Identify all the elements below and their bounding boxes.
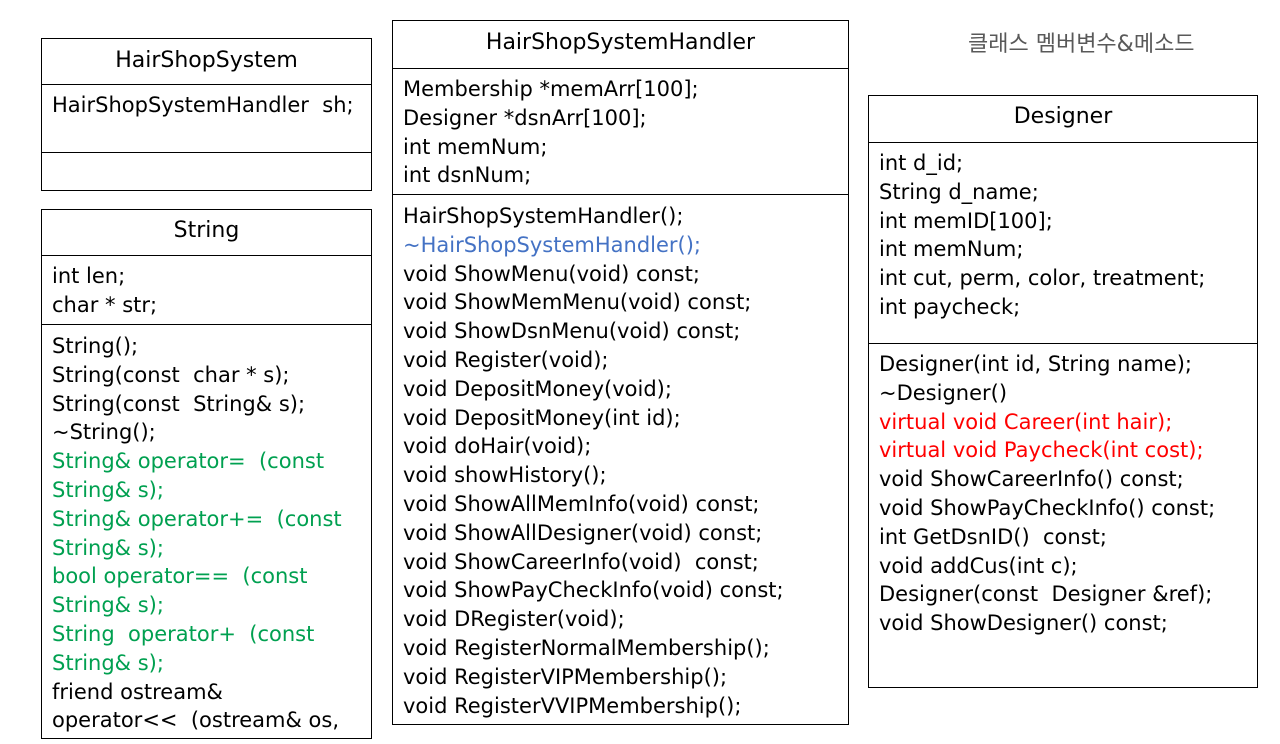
- member-variables: int len; char * str;: [42, 256, 371, 324]
- method-line: ~HairShopSystemHandler();: [403, 232, 701, 257]
- member-variables: int d_id; String d_name;int memID[100]; in…: [869, 143, 1257, 343]
- method-line: friend ostream&: [52, 679, 223, 704]
- member-line: int len;: [52, 264, 126, 288]
- method-line: String& s);: [52, 650, 164, 675]
- member-line: int memNum;: [403, 134, 548, 159]
- member-line: int dsnNum;: [403, 163, 532, 188]
- method-line: String& operator= (const: [52, 449, 325, 474]
- method-line: String operator+ (const: [52, 621, 315, 646]
- member-line: String d_name;: [879, 179, 1039, 204]
- method-line: void ShowDesigner() const;: [879, 611, 1168, 636]
- member-line: Designer *dsnArr[100];: [403, 105, 647, 130]
- method-line: void RegisterNormalMembership();: [403, 635, 770, 660]
- member-methods: Designer(int id, String name); ~Designer(…: [869, 343, 1257, 687]
- method-line: String(const char * s);: [52, 362, 290, 387]
- method-line: void ShowDsnMenu(void) const;: [403, 319, 741, 344]
- member-variables: HairShopSystemHandler sh;: [42, 85, 371, 152]
- method-line: void RegisterVVIPMembership();: [403, 693, 742, 718]
- method-line: void DRegister(void);: [403, 607, 625, 632]
- method-line: String& s);: [52, 535, 164, 560]
- class-box-designer: Designer int d_id; String d_name;int memI…: [868, 95, 1258, 688]
- member-line: char * str;: [52, 292, 158, 317]
- method-line: virtual void Career(int hair);: [879, 409, 1173, 434]
- member-line: int memNum;: [879, 237, 1024, 262]
- method-line: void ShowAllMemInfo(void) const;: [403, 491, 760, 516]
- class-name: HairShopSystem: [42, 39, 371, 85]
- method-line: String(const String& s);: [52, 391, 306, 416]
- method-line: void showHistory();: [403, 463, 607, 488]
- method-line: Designer(const Designer &ref);: [879, 582, 1213, 607]
- method-line: Designer(int id, String name);: [879, 352, 1192, 376]
- member-variables: Membership *memArr[100]; Designer *dsnArr…: [393, 69, 848, 194]
- method-line: String();: [52, 334, 139, 358]
- class-box-hairshopsystemhandler: HairShopSystemHandler Membership *memArr…: [392, 20, 849, 725]
- method-line: int GetDsnID() const;: [879, 524, 1107, 549]
- member-line: HairShopSystemHandler sh;: [52, 93, 354, 117]
- method-line: void addCus(int c);: [879, 553, 1078, 578]
- member-line: int cut, perm, color, treatment;: [879, 266, 1206, 291]
- class-name: String: [42, 210, 371, 256]
- method-line: void ShowPayCheckInfo() const;: [879, 495, 1216, 520]
- method-line: void RegisterVIPMembership();: [403, 664, 728, 689]
- member-line: int d_id;: [879, 151, 964, 175]
- method-line: void DepositMoney(void);: [403, 376, 672, 401]
- method-line: ~Designer(): [879, 380, 1008, 405]
- method-line: void ShowCareerInfo(void) const;: [403, 549, 759, 574]
- class-name: Designer: [869, 96, 1257, 143]
- member-line: Membership *memArr[100];: [403, 77, 699, 101]
- class-box-hairshopsystem: HairShopSystem HairShopSystemHandler sh;: [41, 38, 372, 191]
- member-line: int memID[100];: [879, 208, 1053, 233]
- member-methods: [42, 152, 371, 190]
- method-line: void ShowAllDesigner(void) const;: [403, 520, 763, 545]
- method-line: void ShowMenu(void) const;: [403, 261, 700, 286]
- class-name: HairShopSystemHandler: [393, 21, 848, 69]
- method-line: String& s);: [52, 477, 164, 502]
- method-line: void ShowMemMenu(void) const;: [403, 290, 752, 315]
- method-line: operator<< (ostream& os,: [52, 708, 340, 733]
- member-methods: String(); String(const char * s); String(c…: [42, 324, 371, 744]
- member-methods: HairShopSystemHandler(); ~HairShopSystemH…: [393, 194, 848, 724]
- method-line: String& s);: [52, 593, 164, 618]
- method-line: bool operator== (const: [52, 564, 308, 589]
- member-line: int paycheck;: [879, 294, 1021, 319]
- method-line: HairShopSystemHandler();: [403, 204, 684, 228]
- method-line: String& operator+= (const: [52, 506, 342, 531]
- method-line: void Register(void);: [403, 347, 609, 372]
- class-box-string: String int len; char * str; String(); Stri…: [41, 209, 372, 739]
- method-line: void ShowPayCheckInfo(void) const;: [403, 578, 784, 603]
- method-line: ~String();: [52, 420, 156, 445]
- method-line: void DepositMoney(int id);: [403, 405, 681, 430]
- method-line: void doHair(void);: [403, 434, 592, 459]
- method-line: virtual void Paycheck(int cost);: [879, 438, 1204, 463]
- diagram-heading: 클래스 멤버변수&메소드: [968, 32, 1195, 57]
- method-line: void ShowCareerInfo() const;: [879, 467, 1184, 492]
